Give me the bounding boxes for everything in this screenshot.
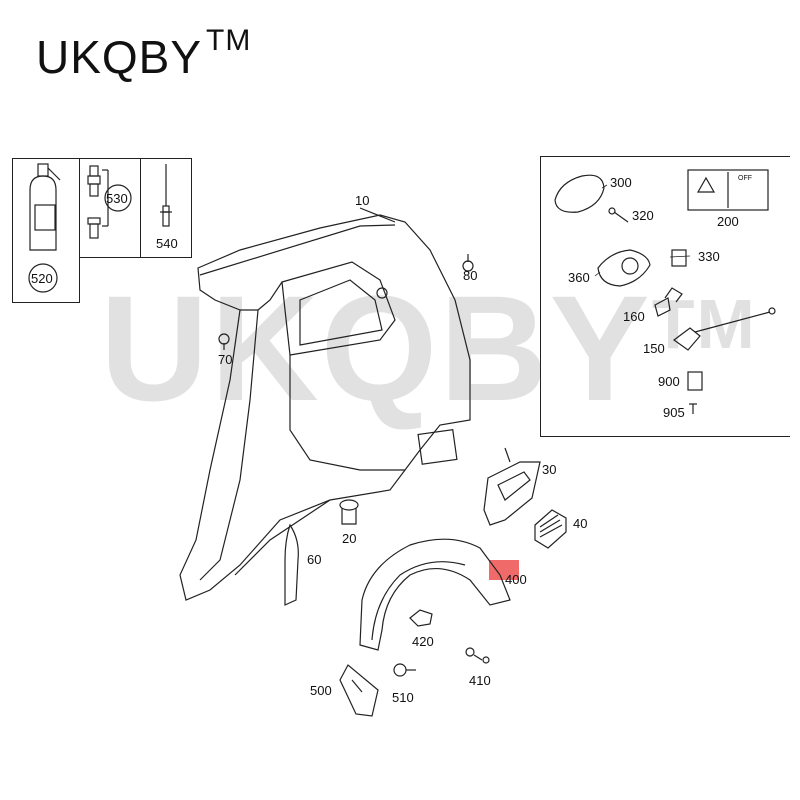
callout-20: 20	[342, 531, 357, 546]
stud-bolts-icon	[87, 165, 132, 239]
callout-510: 510	[392, 690, 414, 705]
callout-410: 410	[469, 673, 491, 688]
highlight-marker	[489, 560, 519, 580]
clip-20-icon	[339, 499, 359, 525]
callout-320: 320	[632, 208, 654, 223]
callout-60: 60	[307, 552, 322, 567]
sealant-bottle-icon	[28, 163, 61, 293]
release-cable-150	[672, 307, 776, 351]
trim-strip-60	[284, 523, 299, 606]
callout-530: 530	[106, 191, 128, 206]
callout-300: 300	[610, 175, 632, 190]
callout-150: 150	[643, 341, 665, 356]
rivet-icon	[160, 164, 172, 227]
actuator-330	[671, 249, 687, 267]
callout-520: 520	[31, 271, 53, 286]
screw-905-icon	[689, 403, 697, 414]
inset-box-540	[140, 158, 192, 258]
inset-box-fuel-door	[540, 156, 790, 437]
warning-label-200	[687, 169, 769, 211]
fuel-housing-30	[483, 447, 541, 526]
callout-500: 500	[310, 683, 332, 698]
callout-10: 10	[355, 193, 370, 208]
part-900-icon	[687, 371, 703, 391]
callout-360: 360	[568, 270, 590, 285]
callout-540: 540	[156, 236, 178, 251]
callout-30: 30	[542, 462, 557, 477]
release-160-icon	[654, 287, 683, 317]
callout-80: 80	[463, 268, 478, 283]
callout-330: 330	[698, 249, 720, 264]
callout-200: 200	[717, 214, 739, 229]
screw-320-icon	[608, 207, 629, 223]
callout-160: 160	[623, 309, 645, 324]
fuel-hinge-360	[597, 249, 651, 287]
callout-40: 40	[573, 516, 588, 531]
brand-name: UKQBY	[36, 31, 203, 83]
trademark-mark: TM	[206, 24, 252, 57]
warning-off-text: OFF	[738, 175, 752, 182]
screw-410-icon	[465, 647, 490, 664]
screw-510-icon	[393, 663, 416, 677]
vent-grille-40	[534, 509, 567, 549]
clip-420-icon	[409, 609, 433, 627]
callout-70: 70	[218, 352, 233, 367]
callout-400: 400	[505, 572, 527, 587]
callout-905: 905	[663, 405, 685, 420]
mud-flap-500	[339, 664, 379, 717]
wheel-liner-400	[359, 538, 511, 651]
fuel-door-300	[554, 174, 605, 213]
callout-420: 420	[412, 634, 434, 649]
side-panel-outline	[179, 207, 474, 601]
callout-900: 900	[658, 374, 680, 389]
